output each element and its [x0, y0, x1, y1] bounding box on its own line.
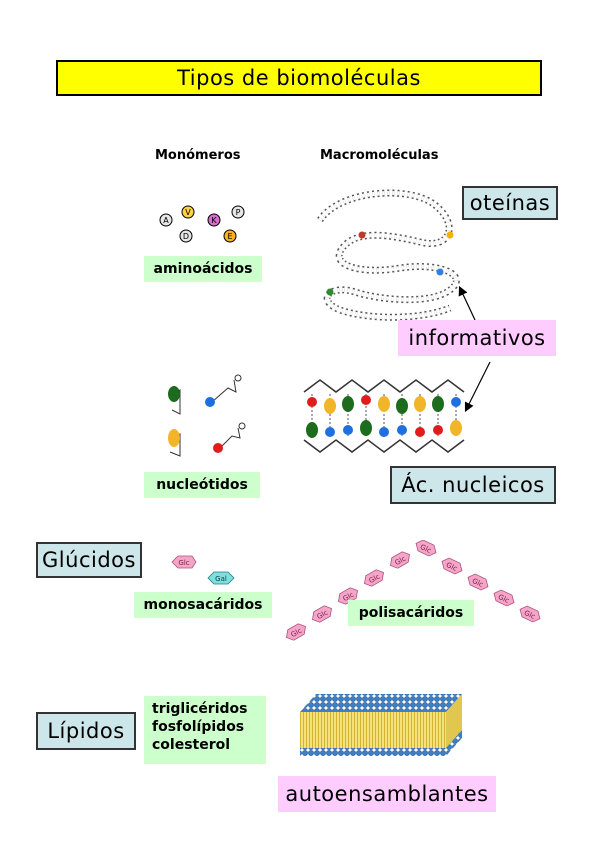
chain-sugar: Glc — [441, 557, 463, 575]
dna-bases — [306, 395, 462, 438]
polysaccharides-label: polisacáridos — [348, 600, 474, 626]
chain-sugar: Glc — [286, 623, 306, 641]
nucleotide-red — [213, 422, 246, 453]
dna-top-strand — [303, 379, 465, 393]
svg-text:D: D — [183, 232, 189, 241]
amino-acid-e: E — [223, 229, 237, 243]
self-assembling-label: autoensamblantes — [278, 776, 496, 812]
lipids-category-label: Lípidos — [36, 712, 136, 750]
protein-chain-illustration — [317, 189, 460, 321]
lipid-triglycerides: triglicéridos — [152, 701, 248, 717]
arrow-to-protein — [458, 285, 476, 321]
bilayer-bottom-heads — [300, 748, 446, 756]
svg-text:V: V — [185, 208, 191, 217]
chain-sugar: Glc — [390, 551, 410, 569]
amino-acids-illustration: A V K P D E — [159, 205, 245, 243]
proteins-label: oteínas — [462, 186, 558, 220]
nucleotide-blue — [205, 374, 242, 407]
protein-marker-yellow — [446, 231, 454, 239]
glucose-hexagon: Glc — [171, 555, 197, 569]
svg-text:A: A — [163, 216, 169, 225]
nucleotides-label: nucleótidos — [144, 472, 260, 498]
nucleotides-illustration — [168, 374, 246, 457]
lipid-phospholipids: fosfolípidos — [152, 719, 245, 735]
dna-bottom-strand — [303, 439, 465, 453]
lipid-cholesterol: colesterol — [152, 737, 231, 753]
galactose-hexagon: Gal — [207, 571, 235, 585]
carbs-category-label: Glúcidos — [36, 542, 142, 578]
protein-marker-green — [326, 288, 334, 296]
amino-acid-a: A — [159, 213, 173, 227]
svg-text:Glc: Glc — [178, 559, 189, 567]
svg-text:Gal: Gal — [215, 575, 227, 583]
nucleotide-yellow — [168, 429, 181, 457]
informative-label: informativos — [398, 320, 556, 356]
lipids-monomer-list: triglicéridos fosfolípidos colesterol — [144, 696, 266, 764]
amino-acid-k: K — [207, 213, 221, 227]
aminoacids-label: aminoácidos — [144, 256, 262, 282]
nucleotide-green — [168, 386, 181, 415]
amino-acid-v: V — [181, 205, 195, 219]
dna-illustration — [303, 379, 465, 453]
protein-marker-blue — [436, 268, 444, 276]
arrows — [458, 285, 491, 413]
bilayer-top-heads — [300, 694, 462, 712]
page-title: Tipos de biomoléculas — [56, 60, 542, 96]
svg-text:K: K — [211, 216, 217, 225]
polysaccharide-chain: Glc Glc Glc Glc Glc Glc Glc Glc Glc Glc — [286, 540, 541, 641]
chain-sugar: Glc — [493, 589, 515, 607]
protein-marker-red — [358, 231, 366, 239]
arrow-to-dna — [464, 361, 491, 413]
monomers-column-header: Monómeros — [155, 148, 241, 163]
chain-sugar: Glc — [364, 569, 384, 587]
lipid-bilayer-illustration — [300, 694, 462, 756]
chain-sugar: Glc — [519, 605, 541, 623]
chain-sugar: Glc — [312, 605, 332, 623]
svg-text:E: E — [227, 232, 232, 241]
monosaccharides-illustration: Glc Gal — [171, 555, 235, 585]
svg-text:P: P — [236, 208, 241, 217]
chain-sugar: Glc — [415, 540, 437, 557]
monosaccharides-label: monosacáridos — [134, 592, 272, 618]
amino-acid-p: P — [231, 205, 245, 219]
chain-sugar: Glc — [467, 573, 489, 591]
macromolecules-column-header: Macromoléculas — [320, 148, 439, 163]
amino-acid-d: D — [179, 229, 193, 243]
nucleic-acids-label: Ác. nucleicos — [390, 466, 556, 504]
